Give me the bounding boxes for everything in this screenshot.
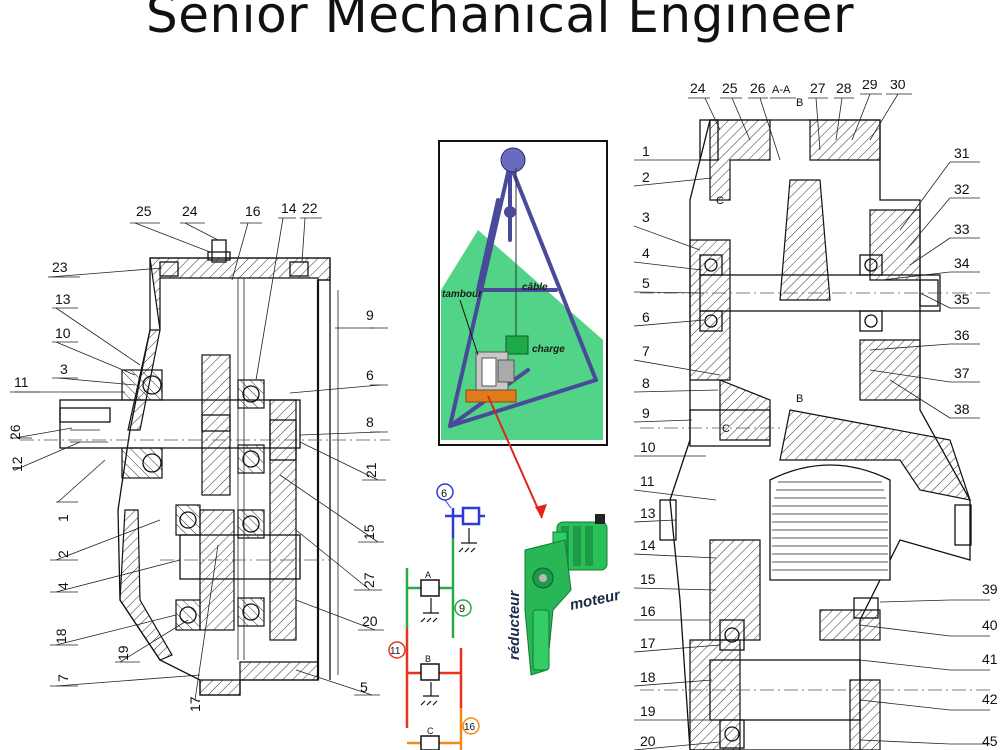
callout-4: 4	[55, 582, 71, 590]
r-callout-37: 37	[954, 365, 970, 381]
r-callout-25: 25	[722, 80, 738, 96]
r-callout-5: 5	[642, 275, 650, 291]
callout-16: 16	[245, 203, 261, 219]
r-callout-41: 41	[982, 651, 998, 667]
letter-b: B	[425, 654, 431, 664]
r-callout-30: 30	[890, 80, 906, 92]
r-callout-7: 7	[642, 343, 650, 359]
right-gearbox-drawing: B B C C 24 25 26 A-A 27 28 29 30	[633, 80, 998, 750]
letter-c: C	[427, 726, 434, 736]
r-callout-42: 42	[982, 691, 998, 707]
r-callout-38: 38	[954, 401, 970, 417]
kinematic-scheme: 6 A 9 B 11 C 16	[388, 483, 485, 750]
node-16-label: 16	[464, 722, 476, 733]
callout-12: 12	[9, 456, 25, 472]
r-callout-16: 16	[640, 603, 656, 619]
r-callout-14: 14	[640, 537, 656, 553]
callout-9: 9	[366, 307, 374, 323]
callout-26: 26	[7, 424, 23, 440]
r-callout-31: 31	[954, 145, 970, 161]
cable-label: câble	[522, 282, 548, 293]
tambour-label: tambour	[442, 289, 483, 300]
r-callout-39: 39	[982, 581, 998, 597]
r-callout-35: 35	[954, 291, 970, 307]
r-callout-17: 17	[640, 635, 656, 651]
callout-17: 17	[187, 696, 203, 712]
callout-19: 19	[115, 645, 131, 661]
callout-8: 8	[366, 414, 374, 430]
r-callout-34: 34	[954, 255, 970, 271]
callout-20: 20	[362, 613, 378, 629]
large-gear-ribs	[769, 464, 891, 581]
r-callout-32: 32	[954, 181, 970, 197]
node-11	[388, 641, 406, 659]
r-callout-19: 19	[640, 703, 656, 719]
callout-21: 21	[363, 462, 379, 478]
r-callout-40: 40	[982, 617, 998, 633]
callout-24: 24	[182, 203, 198, 219]
geared-motor	[524, 514, 608, 676]
r-callout-26: 26	[750, 80, 766, 96]
callout-1: 1	[55, 514, 71, 522]
callout-2: 2	[55, 550, 71, 558]
link-arrow	[487, 395, 547, 519]
charge-label: charge	[532, 344, 565, 355]
r-callout-11: 11	[640, 473, 655, 489]
motor-label: moteur	[568, 586, 620, 613]
node-9-label: 9	[459, 603, 465, 615]
section-b-bottom: B	[796, 393, 803, 405]
r-callout-36: 36	[954, 327, 970, 343]
drum-assembly	[465, 351, 517, 403]
callout-25: 25	[136, 203, 152, 219]
r-callout-15: 15	[640, 571, 656, 587]
node-16	[462, 717, 480, 735]
r-callout-3: 3	[642, 209, 650, 225]
left-gearbox-drawing: 25 24 16 14 22 23 13 10 3 11 26 12 1 2 4…	[7, 200, 390, 712]
r-callout-2: 2	[642, 169, 650, 185]
crane-3d-scene: tambour câble charge	[438, 140, 608, 446]
r-callout-27: 27	[810, 80, 826, 96]
node-9	[454, 599, 472, 617]
r-callout-13: 13	[640, 505, 656, 521]
callout-15: 15	[361, 524, 377, 540]
r-callout-8: 8	[642, 375, 650, 391]
r-callout-aa: A-A	[772, 84, 791, 96]
r-callout-45: 45	[982, 733, 998, 749]
section-b-top: B	[796, 97, 803, 109]
callout-11: 11	[14, 374, 29, 390]
callout-23: 23	[52, 259, 68, 275]
callout-22: 22	[302, 200, 318, 216]
callout-18: 18	[53, 628, 69, 644]
r-callout-29: 29	[862, 80, 878, 92]
section-c-bottom: C	[722, 423, 730, 435]
r-callout-9: 9	[642, 405, 650, 421]
r-callout-24: 24	[690, 80, 706, 96]
r-callout-33: 33	[954, 221, 970, 237]
page-title: Senior Mechanical Engineer	[145, 0, 855, 44]
callout-14: 14	[281, 200, 297, 216]
r-callout-28: 28	[836, 80, 852, 96]
callout-6: 6	[366, 367, 374, 383]
callout-3: 3	[60, 361, 68, 377]
callout-5: 5	[360, 679, 368, 695]
motor-reducer-image: réducteur moteur	[506, 514, 620, 676]
callout-27: 27	[361, 572, 377, 588]
node-6-label: 6	[441, 488, 447, 500]
r-callout-18: 18	[640, 669, 656, 685]
r-callout-1: 1	[642, 143, 650, 159]
letter-a: A	[425, 570, 431, 580]
r-callout-6: 6	[642, 309, 650, 325]
reducer-label: réducteur	[506, 590, 523, 660]
load-box	[505, 335, 529, 355]
r-callout-4: 4	[642, 245, 650, 261]
r-callout-20: 20	[640, 733, 656, 749]
callout-10: 10	[55, 325, 71, 341]
callout-13: 13	[55, 291, 71, 307]
callout-7: 7	[55, 674, 71, 682]
node-11-label: 11	[390, 646, 401, 657]
section-c-top: C	[716, 195, 724, 207]
r-callout-10: 10	[640, 439, 656, 455]
